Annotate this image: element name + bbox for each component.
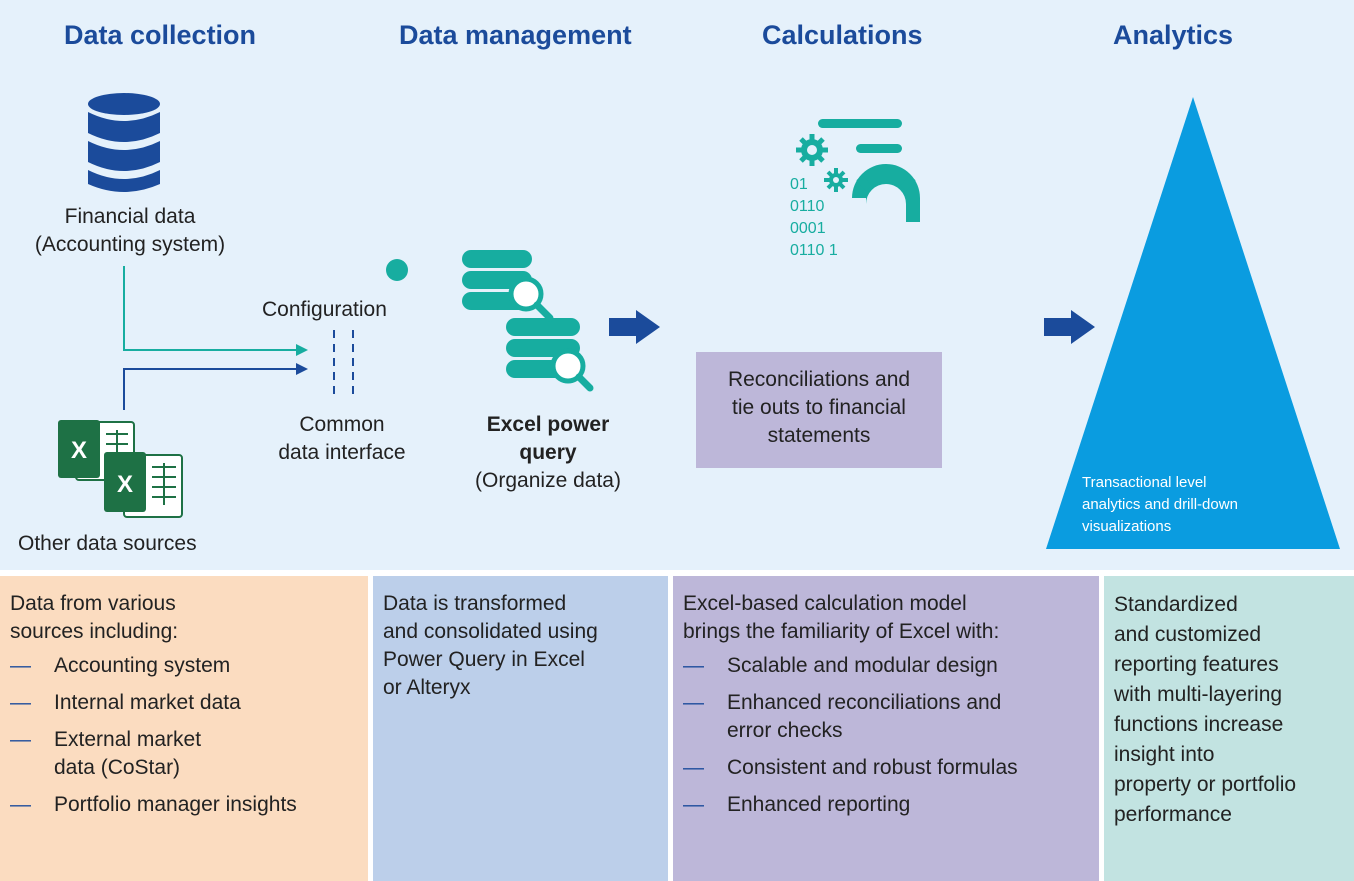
teal-arrowhead-icon xyxy=(296,344,308,356)
collection-intro: Data from various sources including: xyxy=(10,592,179,643)
management-intro: Data is transformed and consolidated usi… xyxy=(383,592,598,699)
calculations-description: Excel-based calculation model brings the… xyxy=(673,576,1099,881)
svg-text:X: X xyxy=(71,437,87,464)
list-item: Accounting system xyxy=(10,652,358,680)
arrow-right-icon xyxy=(1044,310,1095,344)
list-item: Portfolio manager insights xyxy=(10,791,358,819)
heading-calculations: Calculations xyxy=(762,20,923,50)
reconciliations-text: Reconciliations and tie outs to financia… xyxy=(727,368,911,447)
configuration-dot-icon xyxy=(386,259,408,281)
analytics-description: Standardized and customized reporting fe… xyxy=(1104,576,1354,881)
excel-icon: X xyxy=(104,452,183,518)
arrow-right-icon xyxy=(609,310,660,344)
power-query-icon xyxy=(462,250,594,392)
analytics-triangle xyxy=(1046,97,1340,549)
management-description: Data is transformed and consolidated usi… xyxy=(373,576,668,881)
collection-list: Accounting system Internal market data E… xyxy=(10,652,358,819)
collection-description: Data from various sources including: Acc… xyxy=(0,576,368,881)
navy-arrowhead-icon xyxy=(296,363,308,375)
heading-analytics: Analytics xyxy=(1113,20,1234,50)
list-item: Consistent and robust formulas xyxy=(683,754,1089,782)
database-icon xyxy=(88,93,160,192)
interface-dashes xyxy=(333,330,354,398)
other-data-sources-label: Other data sources xyxy=(18,532,197,555)
list-item: Internal market data xyxy=(10,689,358,717)
calculations-list: Scalable and modular design Enhanced rec… xyxy=(683,652,1089,819)
triangle-caption: Transactional level analytics and drill-… xyxy=(1082,474,1238,535)
financial-data-label: Financial data (Accounting system) xyxy=(34,205,226,256)
configuration-label: Configuration xyxy=(262,298,387,321)
heading-data-management: Data management xyxy=(399,20,632,50)
connector-lines xyxy=(123,266,300,410)
calculations-intro: Excel-based calculation model brings the… xyxy=(683,592,1000,643)
excel-power-query-label: Excel power query (Organize data) xyxy=(475,413,621,492)
binary-digits: 01 0110 0001 0110 1 xyxy=(790,176,838,259)
list-item: Scalable and modular design xyxy=(683,652,1089,680)
common-data-interface-label: Common data interface xyxy=(278,413,406,464)
analytics-intro: Standardized and customized reporting fe… xyxy=(1114,593,1297,826)
list-item: Enhanced reporting xyxy=(683,791,1089,819)
calculation-gears-icon xyxy=(796,119,920,222)
reconciliations-box xyxy=(696,352,942,468)
diagram-graphics: X X xyxy=(58,93,1340,549)
heading-data-collection: Data collection xyxy=(64,20,257,50)
svg-text:X: X xyxy=(117,471,133,498)
